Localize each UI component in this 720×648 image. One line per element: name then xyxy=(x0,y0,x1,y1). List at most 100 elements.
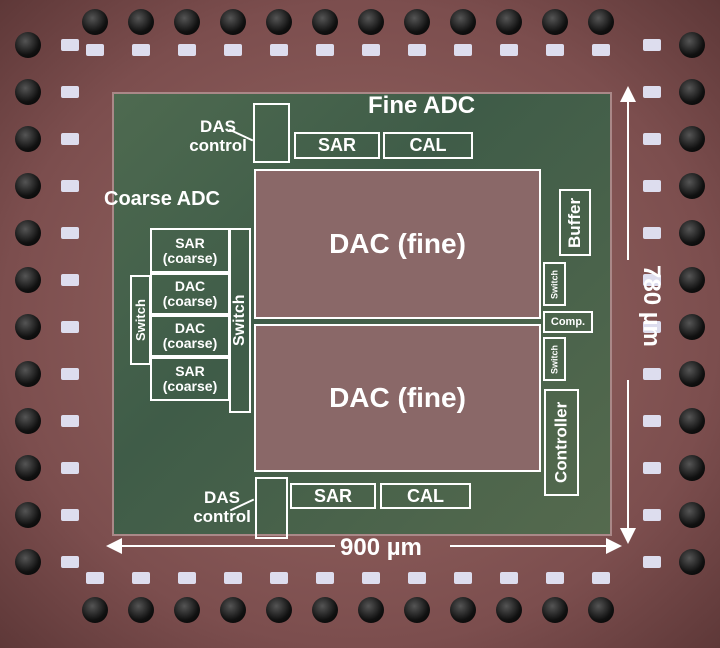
pad-contact xyxy=(61,86,79,98)
bond-pad xyxy=(450,597,476,623)
bond-pad xyxy=(679,126,705,152)
bond-pad xyxy=(15,502,41,528)
dac-fine-bottom-block: DAC (fine) xyxy=(254,324,541,472)
pad-contact xyxy=(132,572,150,584)
bond-pad xyxy=(404,9,430,35)
bond-pad xyxy=(15,314,41,340)
pad-contact xyxy=(643,39,661,51)
pad-contact xyxy=(132,44,150,56)
bond-pad xyxy=(679,173,705,199)
bond-pad xyxy=(15,408,41,434)
pad-contact xyxy=(61,39,79,51)
coarse-adc-label: Coarse ADC xyxy=(104,188,220,210)
bond-pad xyxy=(128,9,154,35)
bond-pad xyxy=(679,314,705,340)
comp-block: Comp. xyxy=(543,311,593,333)
pad-contact xyxy=(408,44,426,56)
das-control-bottom-label: DAS control xyxy=(193,488,251,526)
pad-contact xyxy=(362,572,380,584)
bond-pad xyxy=(679,79,705,105)
sar-bottom-block: SAR xyxy=(290,483,376,509)
pad-contact xyxy=(643,462,661,474)
pad-contact xyxy=(500,44,518,56)
pad-contact xyxy=(61,321,79,333)
coarse-block: SAR (coarse) xyxy=(150,357,230,401)
das-control-top-label: DAS control xyxy=(189,117,247,155)
bond-pad xyxy=(82,597,108,623)
pad-contact xyxy=(61,133,79,145)
pad-contact xyxy=(643,180,661,192)
bond-pad xyxy=(15,455,41,481)
pad-contact xyxy=(61,180,79,192)
pad-contact xyxy=(178,44,196,56)
pad-contact xyxy=(643,86,661,98)
bond-pad xyxy=(679,267,705,293)
pad-contact xyxy=(643,556,661,568)
bond-pad xyxy=(15,32,41,58)
das-control-bottom-block xyxy=(255,477,288,539)
bond-pad xyxy=(542,9,568,35)
cal-bottom-block: CAL xyxy=(380,483,471,509)
bond-pad xyxy=(312,597,338,623)
pad-contact xyxy=(316,572,334,584)
width-dimension-label: 900 µm xyxy=(340,534,422,561)
bond-pad xyxy=(679,502,705,528)
pad-contact xyxy=(408,572,426,584)
bond-pad xyxy=(496,597,522,623)
pad-contact xyxy=(546,572,564,584)
cal-top-block: CAL xyxy=(383,132,473,159)
bond-pad xyxy=(15,126,41,152)
pad-contact xyxy=(500,572,518,584)
bond-pad xyxy=(542,597,568,623)
bond-pad xyxy=(496,9,522,35)
bond-pad xyxy=(679,408,705,434)
pad-contact xyxy=(643,321,661,333)
pad-contact xyxy=(61,462,79,474)
pad-contact xyxy=(61,368,79,380)
pad-contact xyxy=(86,44,104,56)
bond-pad xyxy=(174,9,200,35)
pad-contact xyxy=(224,572,242,584)
dac-fine-top-block: DAC (fine) xyxy=(254,169,541,319)
pad-contact xyxy=(643,509,661,521)
bond-pad xyxy=(128,597,154,623)
pad-contact xyxy=(643,415,661,427)
bond-pad xyxy=(450,9,476,35)
pad-contact xyxy=(592,572,610,584)
pad-contact xyxy=(61,274,79,286)
pad-contact xyxy=(86,572,104,584)
sar-top-block: SAR xyxy=(294,132,380,159)
bond-pad xyxy=(358,597,384,623)
bond-pad xyxy=(266,597,292,623)
pad-contact xyxy=(643,227,661,239)
bond-pad xyxy=(679,32,705,58)
bond-pad xyxy=(220,9,246,35)
bond-pad xyxy=(174,597,200,623)
bond-pad xyxy=(679,455,705,481)
bond-pad xyxy=(15,267,41,293)
bond-pad xyxy=(679,549,705,575)
bond-pad xyxy=(588,9,614,35)
pad-contact xyxy=(270,572,288,584)
bond-pad xyxy=(15,220,41,246)
bond-pad xyxy=(679,361,705,387)
coarse-block: DAC (coarse) xyxy=(150,273,230,315)
bond-pad xyxy=(15,361,41,387)
bond-pad xyxy=(588,597,614,623)
bond-pad xyxy=(266,9,292,35)
pad-contact xyxy=(178,572,196,584)
bond-pad xyxy=(679,220,705,246)
pad-contact xyxy=(316,44,334,56)
pad-contact xyxy=(61,227,79,239)
pad-contact xyxy=(61,415,79,427)
pad-contact xyxy=(362,44,380,56)
pad-contact xyxy=(61,509,79,521)
bond-pad xyxy=(312,9,338,35)
pad-contact xyxy=(643,368,661,380)
bond-pad xyxy=(15,549,41,575)
pad-contact xyxy=(643,133,661,145)
pad-contact xyxy=(546,44,564,56)
pad-contact xyxy=(61,556,79,568)
bond-pad xyxy=(15,79,41,105)
